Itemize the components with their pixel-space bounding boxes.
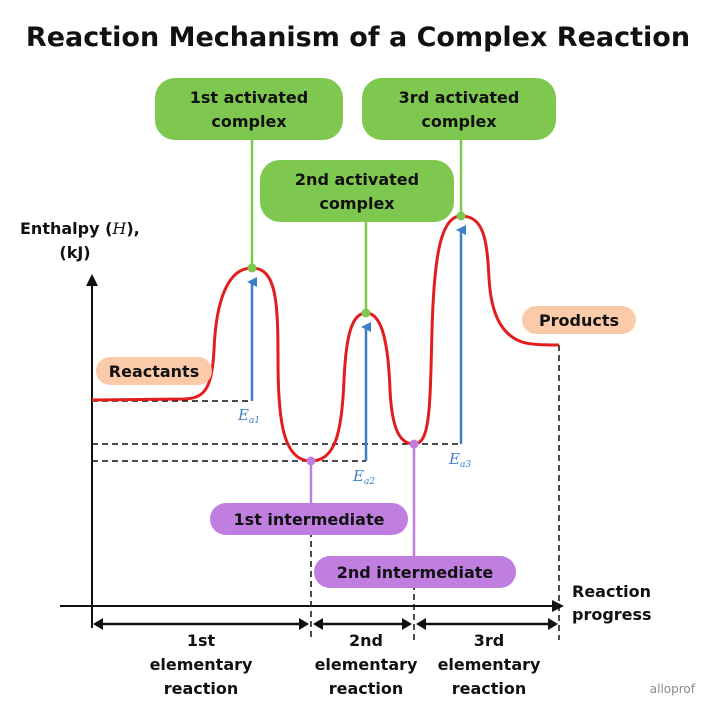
svg-text:complex: complex (211, 112, 287, 131)
activated-connectors (250, 140, 463, 313)
int1-dot (306, 456, 316, 466)
svg-text:reaction: reaction (329, 679, 404, 698)
ac1-box: 1st activated complex (155, 78, 343, 140)
intermediate-connectors (309, 444, 416, 558)
svg-text:Products: Products (539, 311, 619, 330)
svg-text:Reactants: Reactants (109, 362, 199, 381)
svg-text:1st activated: 1st activated (190, 88, 308, 107)
svg-text:3rd: 3rd (474, 631, 504, 650)
svg-text:complex: complex (421, 112, 497, 131)
diagram-title: Reaction Mechanism of a Complex Reaction (26, 22, 690, 53)
int1-box: 1st intermediate (210, 503, 408, 535)
step3-label: 3rd elementary reaction (438, 631, 541, 698)
ea1-label: Ea1 (237, 406, 260, 426)
svg-text:reaction: reaction (164, 679, 239, 698)
y-axis-unit: (kJ) (59, 243, 90, 262)
svg-text:2nd activated: 2nd activated (295, 170, 419, 189)
step2-label: 2nd elementary reaction (315, 631, 418, 698)
step-span-heads (93, 618, 558, 630)
ac3-dot (456, 211, 466, 221)
activation-energy-arrows (247, 225, 466, 461)
svg-text:elementary: elementary (315, 655, 418, 674)
svg-text:2nd: 2nd (349, 631, 383, 650)
step1-label: 1st elementary reaction (150, 631, 253, 698)
int2-dot (409, 439, 419, 449)
svg-text:2nd intermediate: 2nd intermediate (337, 563, 494, 582)
svg-text:1st: 1st (187, 631, 216, 650)
svg-text:complex: complex (319, 194, 395, 213)
x-axis-label-line1: Reaction (572, 582, 651, 601)
brand-logo: alloprof (650, 682, 696, 696)
ac2-box: 2nd activated complex (260, 160, 454, 222)
products-label: Products (522, 306, 636, 334)
ac3-box: 3rd activated complex (362, 78, 556, 140)
y-axis-label: Enthalpy (H), (20, 219, 140, 238)
svg-text:elementary: elementary (150, 655, 253, 674)
svg-text:reaction: reaction (452, 679, 527, 698)
int2-box: 2nd intermediate (314, 556, 516, 588)
svg-text:3rd activated: 3rd activated (399, 88, 520, 107)
ac2-dot (361, 308, 371, 318)
reference-lines (92, 345, 560, 640)
svg-text:elementary: elementary (438, 655, 541, 674)
reactants-label: Reactants (96, 357, 212, 385)
ea2-label: Ea2 (352, 467, 375, 487)
x-axis-label-line2: progress (572, 605, 652, 624)
ea3-label: Ea3 (448, 450, 471, 470)
enthalpy-curve (91, 214, 560, 463)
x-axis-arrowhead (552, 600, 564, 612)
ac1-dot (247, 263, 257, 273)
y-axis-arrowhead (86, 274, 98, 286)
svg-text:1st intermediate: 1st intermediate (234, 510, 385, 529)
